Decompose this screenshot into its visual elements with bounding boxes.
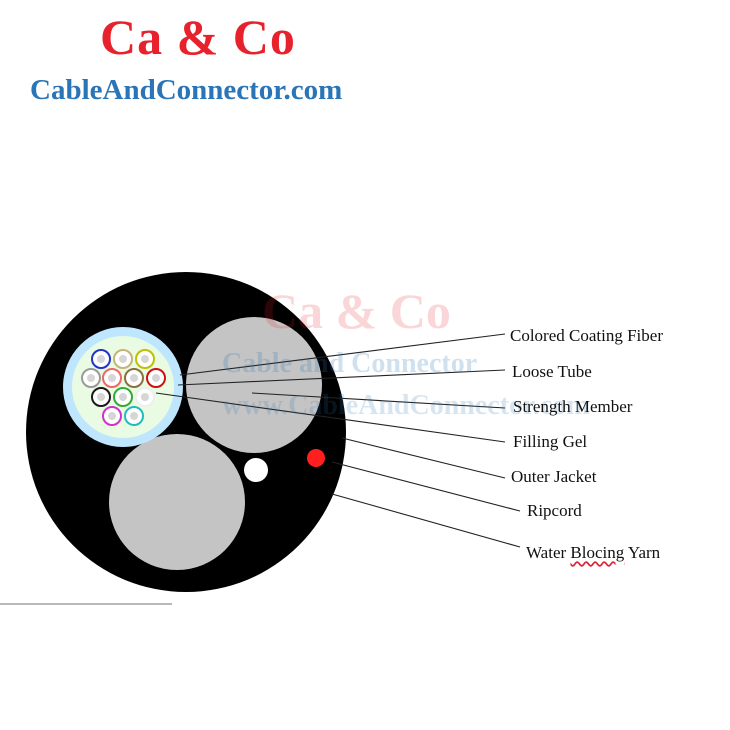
fiber-core-7: [152, 374, 160, 382]
brand-url: CableAndConnector.com: [30, 74, 343, 106]
watermark-title: Ca & Co: [262, 283, 451, 339]
label-water-blocing-yarn: Water Blocing Yarn: [526, 544, 660, 561]
water-blocking-yarn-shape: [244, 458, 268, 482]
fiber-core-4: [87, 374, 95, 382]
label-yarn-word: Yarn: [627, 543, 661, 562]
fiber-core-11: [108, 412, 116, 420]
leader-line-colored-coating-fiber: [179, 333, 506, 376]
leader-line-water-blocing-yarn: [331, 493, 521, 548]
label-water-word: Water: [526, 543, 567, 562]
fiber-core-2: [119, 355, 127, 363]
fiber-core-3: [141, 355, 149, 363]
fiber-core-1: [97, 355, 105, 363]
leader-line-filling-gel: [155, 392, 506, 443]
fiber-core-6: [130, 374, 138, 382]
strength-member-shape-2: [109, 434, 245, 570]
fiber-core-5: [108, 374, 116, 382]
label-outer-jacket: Outer Jacket: [511, 467, 597, 486]
fiber-core-12: [130, 412, 138, 420]
ripcord-shape: [307, 449, 325, 467]
watermark-line-2: www.CableAndConnector.com: [222, 390, 590, 421]
leader-line-ripcord: [331, 461, 521, 512]
strength-member-shape: [186, 317, 322, 453]
leader-line-outer-jacket: [341, 437, 506, 479]
label-strength-member: Strength Member: [513, 397, 633, 416]
divider-line: [0, 603, 172, 605]
fiber-group: [81, 349, 166, 426]
watermark-line-1: Cable and Connector: [222, 348, 478, 379]
fiber-core-10: [141, 393, 149, 401]
leader-line-loose-tube: [177, 369, 506, 386]
fiber-core-8: [97, 393, 105, 401]
label-loose-tube: Loose Tube: [512, 362, 592, 381]
label-colored-coating-fiber: Colored Coating Fiber: [510, 326, 663, 345]
fiber-core-9: [119, 393, 127, 401]
label-filling-gel: Filling Gel: [513, 432, 588, 451]
label-blocing-word: Blocing: [570, 543, 625, 562]
leader-line-strength-member: [251, 392, 506, 409]
label-ripcord: Ripcord: [527, 501, 582, 520]
brand-title: Ca & Co: [100, 9, 296, 65]
